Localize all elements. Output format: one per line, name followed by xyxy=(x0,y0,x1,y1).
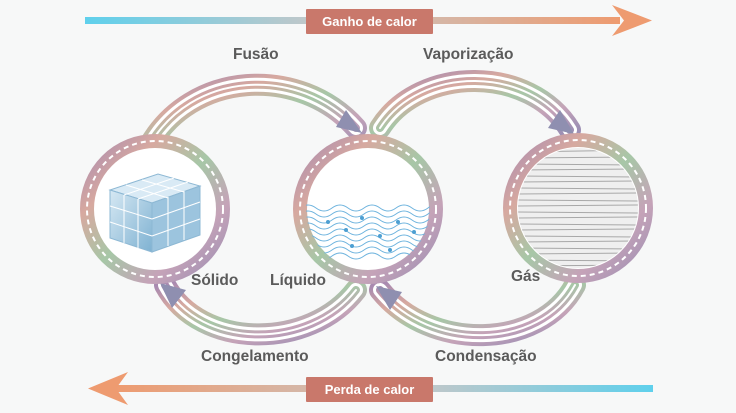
melting-label: Fusão xyxy=(233,46,279,63)
condensation-label: Condensação xyxy=(435,348,537,365)
freezing-label: Congelamento xyxy=(201,348,309,365)
solid-state-circle xyxy=(80,134,230,284)
heat-gain-badge: Ganho de calor xyxy=(306,9,433,34)
liquid-state-circle xyxy=(293,134,443,284)
vaporization-arc xyxy=(369,70,581,141)
condensation-arc xyxy=(369,274,586,347)
gas-state-circle xyxy=(503,133,653,283)
liquid-label: Líquido xyxy=(270,272,326,289)
melting-arc xyxy=(137,73,367,159)
vaporization-label: Vaporização xyxy=(423,46,514,63)
freezing-arc xyxy=(154,274,367,346)
heat-loss-badge: Perda de calor xyxy=(306,377,433,402)
gas-label: Gás xyxy=(511,268,541,285)
solid-label: Sólido xyxy=(191,272,239,289)
ice-cubes-icon xyxy=(108,173,202,253)
